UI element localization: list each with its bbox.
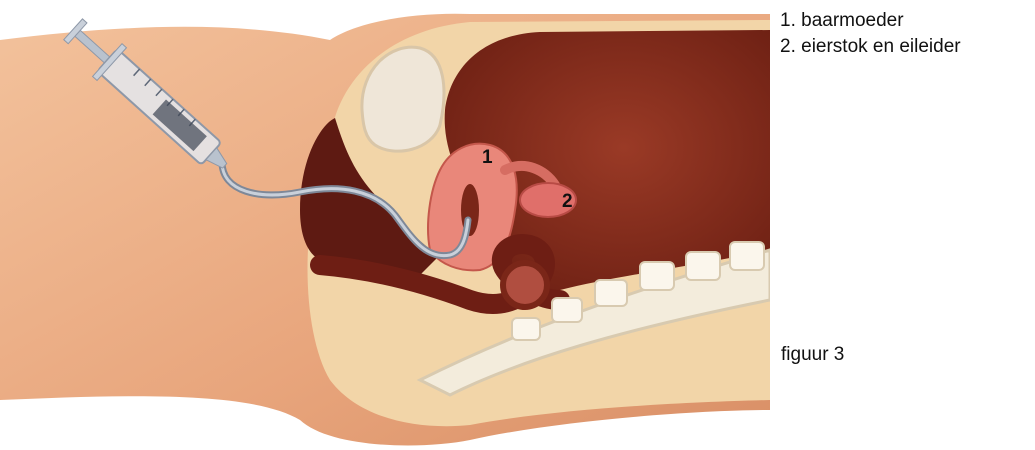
ovary-number-label: 2 [562,191,573,212]
legend-item-ovary: 2. eierstok en eileider [780,34,961,60]
legend: 1. baarmoeder 2. eierstok en eileider [780,8,961,60]
figure-caption: figuur 3 [781,344,844,366]
insemination-illustration: 1 2 [0,0,770,450]
legend-item-uterus: 1. baarmoeder [780,8,961,34]
uterus-number-label: 1 [482,147,493,168]
bowel-loop [503,263,547,307]
